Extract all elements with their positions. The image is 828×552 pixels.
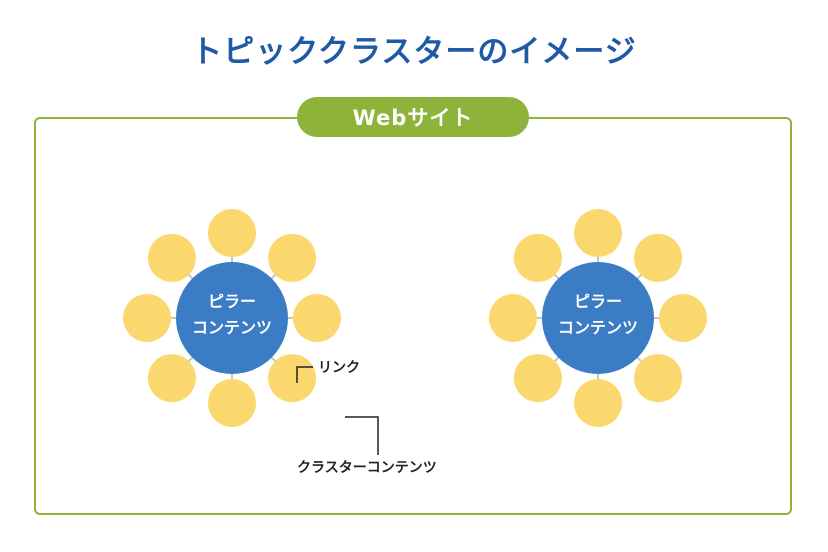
right-cluster — [489, 209, 707, 427]
cluster-content-node — [634, 354, 683, 403]
right-pillar-label: ピラー コンテンツ — [538, 289, 658, 341]
cluster-content-node — [659, 294, 707, 342]
pillar-label-line2: コンテンツ — [557, 318, 638, 337]
cluster-content-node — [293, 294, 341, 342]
cluster-content-node — [574, 209, 622, 257]
cluster-content-node — [123, 294, 171, 342]
cluster-content-node — [147, 354, 196, 403]
link-callout-line — [296, 366, 313, 383]
pillar-content-node — [542, 262, 654, 374]
left-cluster — [123, 209, 341, 427]
cluster-content-node — [574, 379, 622, 427]
cluster-callout-line — [345, 416, 379, 455]
pillar-label-line1: ピラー — [573, 292, 622, 311]
cluster-content-node — [147, 233, 196, 282]
cluster-content-callout-label: クラスターコンテンツ — [297, 460, 437, 476]
cluster-content-node — [208, 209, 256, 257]
cluster-content-node — [489, 294, 537, 342]
pillar-label-line2: コンテンツ — [191, 318, 272, 337]
website-badge: Webサイト — [297, 97, 529, 137]
page-title: トピッククラスターのイメージ — [191, 34, 637, 70]
callout-lines — [296, 366, 379, 455]
cluster-content-node — [268, 354, 317, 403]
cluster-content-node — [634, 233, 683, 282]
cluster-content-node — [513, 233, 562, 282]
cluster-content-node — [513, 354, 562, 403]
left-pillar-label: ピラー コンテンツ — [172, 289, 292, 341]
link-callout-label: リンク — [318, 360, 360, 376]
pillar-label-line1: ピラー — [207, 292, 256, 311]
cluster-content-node — [268, 233, 317, 282]
cluster-content-node — [208, 379, 256, 427]
pillar-content-node — [176, 262, 288, 374]
